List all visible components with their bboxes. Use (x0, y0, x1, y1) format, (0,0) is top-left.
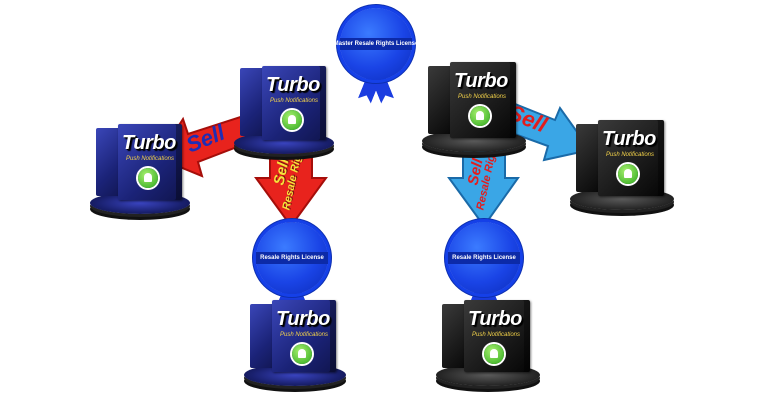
product-box-black-right: Turbo Push Notifications (570, 118, 674, 210)
product-title: Turbo (276, 308, 330, 330)
bell-icon (138, 168, 158, 188)
product-box-front: Turbo Push Notifications (262, 66, 326, 140)
product-subtitle: Push Notifications (458, 94, 507, 100)
product-box-blue-bottom: Turbo Push Notifications (244, 298, 346, 386)
product-box-front: Turbo Push Notifications (118, 124, 182, 200)
bell-icon (470, 106, 490, 126)
product-title: Turbo (454, 70, 508, 92)
product-title: Turbo (468, 308, 522, 330)
bell-icon (484, 344, 504, 364)
product-box-front: Turbo Push Notifications (272, 300, 336, 372)
product-box-front: Turbo Push Notifications (598, 120, 664, 196)
bell-icon (618, 164, 638, 184)
bell-icon (292, 344, 312, 364)
bell-icon (282, 110, 302, 130)
product-subtitle: Push Notifications (280, 332, 329, 338)
product-subtitle: Push Notifications (472, 332, 521, 338)
product-box-front: Turbo Push Notifications (450, 62, 516, 138)
product-box-blue-top: Turbo Push Notifications (234, 64, 334, 154)
product-box-black-top: Turbo Push Notifications (422, 62, 526, 152)
product-subtitle: Push Notifications (270, 98, 319, 104)
resale-rights-badge-right: Resale Rights License (448, 222, 520, 294)
product-title: Turbo (266, 74, 320, 96)
master-resale-rights-badge: Master Resale Rights License (334, 8, 418, 80)
resale-rights-badge-left: Resale Rights License (256, 222, 328, 294)
master-badge-label: Master Resale Rights License (334, 38, 418, 50)
product-title: Turbo (602, 128, 656, 150)
product-box-black-bottom: Turbo Push Notifications (436, 298, 540, 386)
resale-badge-left-label: Resale Rights License (256, 252, 328, 264)
product-subtitle: Push Notifications (126, 156, 175, 162)
product-box-front: Turbo Push Notifications (464, 300, 530, 372)
product-title: Turbo (122, 132, 176, 154)
product-box-blue-left: Turbo Push Notifications (90, 122, 190, 214)
resale-badge-right-label: Resale Rights License (448, 252, 520, 264)
product-subtitle: Push Notifications (606, 152, 655, 158)
